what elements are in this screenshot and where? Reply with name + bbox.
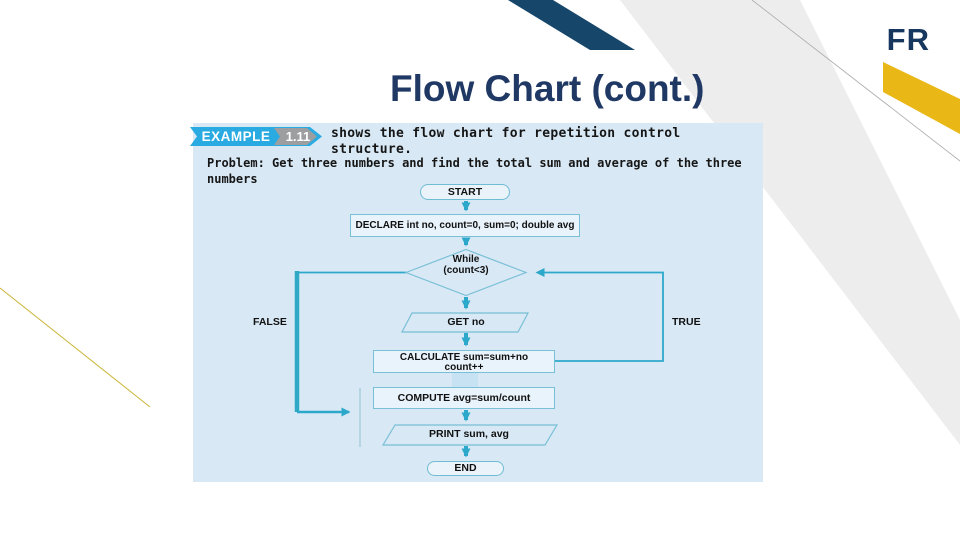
slide-title: Flow Chart (cont.) [390,68,705,109]
calculate-compute-connector [452,373,478,387]
caption-line-2: structure. [331,141,413,157]
compute-process-box: COMPUTE avg=sum/count [373,387,555,409]
print-io-label: PRINT sum, avg [429,428,509,440]
problem-line-1: Problem: Get three numbers and find the … [207,156,742,170]
thin-gray-line [751,0,960,162]
true-branch-label: TRUE [672,316,701,328]
gray-diagonal-band [620,0,960,445]
while-condition-label: While (count<3) [416,254,516,276]
navy-diagonal-band [508,0,635,50]
get-io-parallelogram [401,312,529,333]
calculate-line-1: CALCULATE sum=sum+no [399,351,529,363]
example-badge: EXAMPLE 1.11 [190,127,322,146]
start-terminal: START [420,184,510,200]
while-decision-diamond [404,248,528,297]
caption-line-1: shows the flow chart for repetition cont… [331,126,681,141]
yellow-diagonal-stripe [883,62,960,134]
calculate-process-box: CALCULATE sum=sum+no count++ [373,350,555,373]
while-word: While [452,254,480,265]
example-badge-number: 1.11 [285,129,311,144]
fr-logo: FR [886,22,930,57]
end-terminal: END [427,461,504,476]
flowchart-panel: EXAMPLE 1.11 shows the flow chart for re… [190,123,763,482]
true-loop-line [535,268,664,362]
calculate-line-2: count++ [444,362,484,373]
example-caption: shows the flow chart for repetition cont… [331,126,680,157]
print-io-parallelogram [381,424,559,446]
thin-yellow-line [0,287,151,408]
example-badge-shape [190,127,322,146]
example-badge-label: EXAMPLE [201,129,271,144]
declare-process-box: DECLARE int no, count=0, sum=0; double a… [350,214,580,237]
while-condition: (count<3) [443,265,489,276]
flowchart-connectors [294,201,664,458]
problem-line-2: numbers [207,171,258,186]
get-io-label: GET no [447,316,485,328]
false-branch-label: FALSE [253,316,287,328]
problem-statement: Problem: Get three numbers and find the … [207,156,742,187]
